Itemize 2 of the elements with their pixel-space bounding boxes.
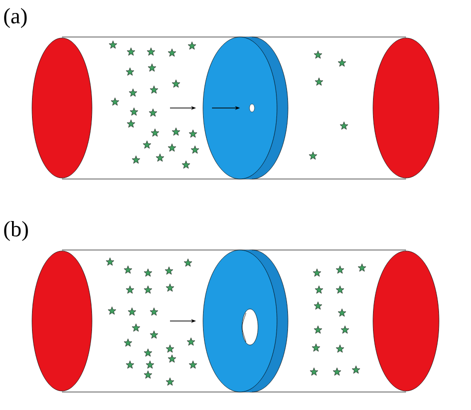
panel-label: (a): [4, 8, 27, 28]
panel-label: (b): [4, 221, 28, 241]
